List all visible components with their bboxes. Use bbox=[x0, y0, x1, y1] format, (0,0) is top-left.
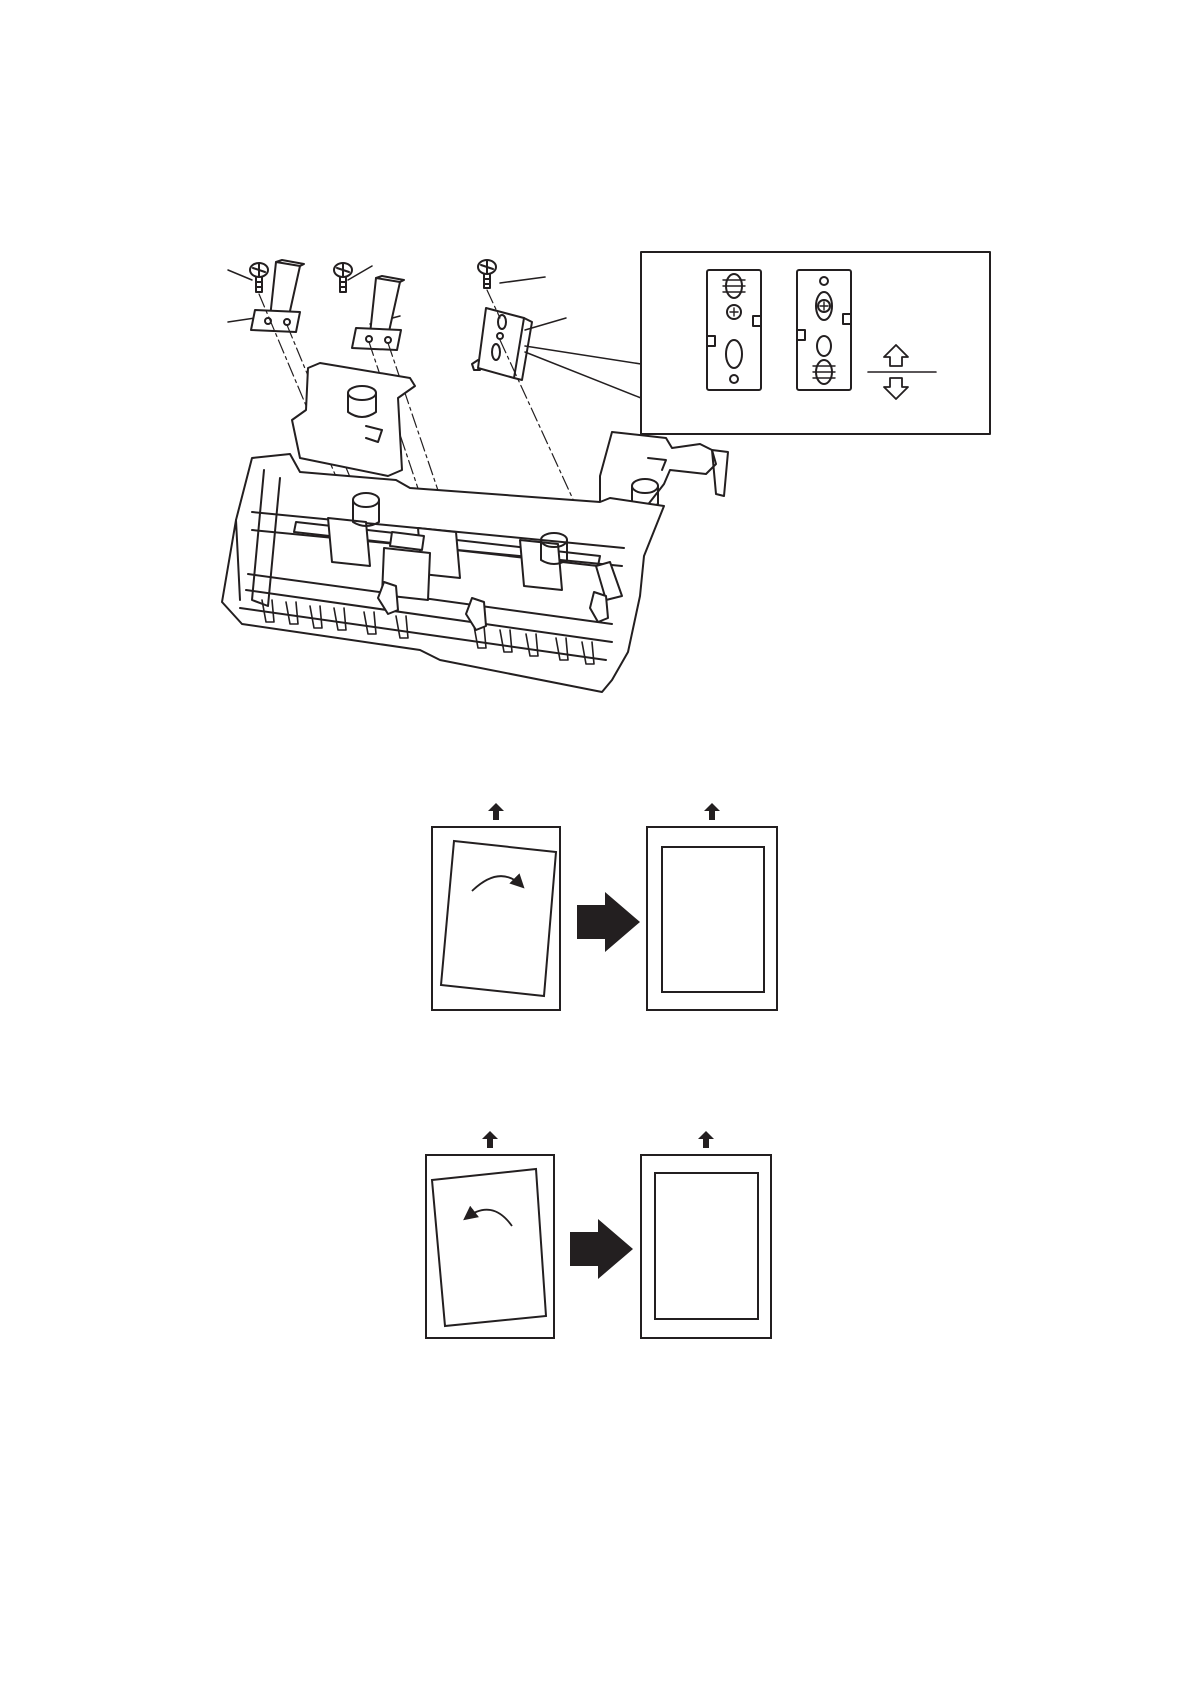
adjustment-inset bbox=[641, 252, 990, 434]
feed-direction-arrow-icon bbox=[704, 803, 720, 820]
screw-icon bbox=[478, 260, 496, 288]
feed-direction-arrow-icon bbox=[482, 1131, 498, 1148]
skewed-sheet bbox=[432, 1169, 546, 1326]
after-frame bbox=[641, 1155, 771, 1338]
transition-arrow-icon bbox=[577, 892, 640, 952]
aligned-sheet bbox=[662, 847, 764, 992]
feed-direction-arrow-icon bbox=[488, 803, 504, 820]
skew-correction-counterclockwise bbox=[426, 1131, 771, 1338]
skewed-sheet bbox=[441, 841, 556, 996]
feed-direction-arrow-icon bbox=[698, 1131, 714, 1148]
before-frame bbox=[432, 827, 560, 1010]
rotation-arrow-icon bbox=[472, 876, 522, 891]
rotation-arrow-icon bbox=[466, 1210, 512, 1226]
screw-icon bbox=[334, 263, 352, 292]
skew-correction-clockwise bbox=[432, 803, 777, 1010]
bracket-icon bbox=[352, 276, 404, 350]
before-frame bbox=[426, 1155, 554, 1338]
after-frame bbox=[647, 827, 777, 1010]
transition-arrow-icon bbox=[570, 1219, 633, 1279]
assembly-figure bbox=[222, 252, 990, 692]
aligned-sheet bbox=[655, 1173, 758, 1319]
screw-icon bbox=[250, 263, 268, 292]
